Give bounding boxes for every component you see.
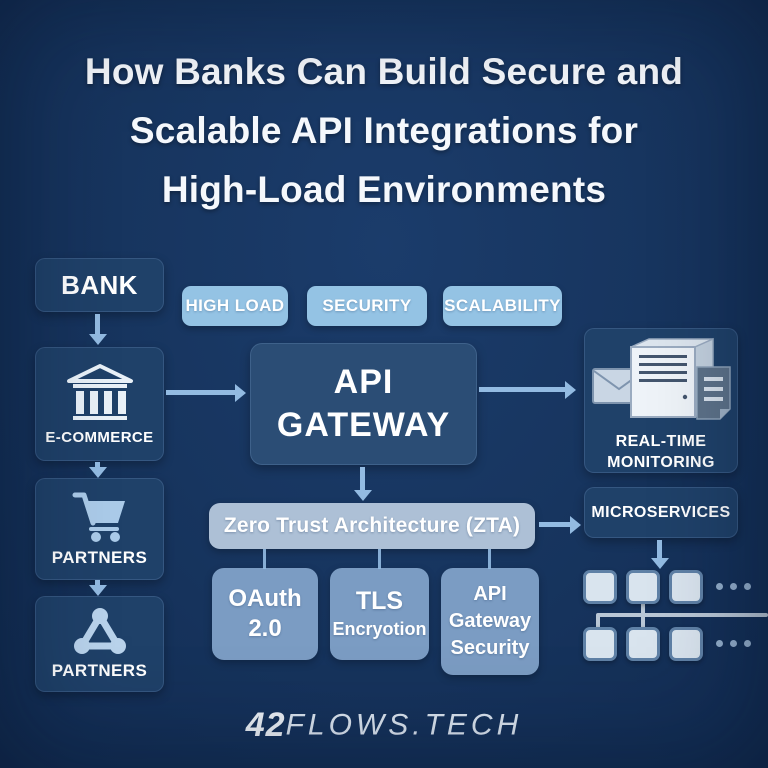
microservices-bus-stub-left bbox=[596, 613, 600, 629]
pill-scalability: SCALABILITY bbox=[443, 286, 562, 326]
zta-bar: Zero Trust Architecture (ZTA) bbox=[209, 503, 535, 549]
microservice-square bbox=[583, 570, 617, 604]
microservice-square bbox=[669, 627, 703, 661]
arrow-ecommerce-to-api-gateway bbox=[166, 390, 236, 395]
oauth-box: OAuth 2.0 bbox=[212, 568, 318, 660]
connector-zta-api-gw-security bbox=[488, 549, 491, 569]
page-title: How Banks Can Build Secure and Scalable … bbox=[0, 42, 768, 219]
microservices-node: MICROSERVICES bbox=[584, 487, 738, 538]
arrow-ecommerce-to-partners bbox=[95, 462, 100, 468]
arrow-partners-to-partners bbox=[95, 580, 100, 586]
connector-zta-tls bbox=[378, 549, 381, 569]
ellipsis-icon bbox=[716, 583, 751, 590]
microservices-bus-line bbox=[597, 613, 768, 617]
partners-network-node: PARTNERS bbox=[35, 596, 164, 692]
pill-high-load: HIGH LOAD bbox=[182, 286, 288, 326]
arrow-api-gateway-to-zta bbox=[360, 467, 365, 491]
partners-network-label: PARTNERS bbox=[51, 661, 148, 680]
title-line-2: Scalable API Integrations for bbox=[129, 110, 639, 151]
monitoring-node: REAL-TIME MONITORING bbox=[584, 328, 738, 473]
tls-line2: Encryotion bbox=[332, 619, 427, 639]
microservice-square bbox=[583, 627, 617, 661]
shopping-cart-icon bbox=[69, 491, 131, 543]
arrow-bank-to-ecommerce bbox=[95, 314, 100, 335]
ellipsis-icon bbox=[716, 640, 751, 647]
arrow-zta-to-microservices bbox=[539, 522, 571, 527]
monitoring-line2: MONITORING bbox=[607, 454, 715, 471]
brand-name: FLOWS bbox=[285, 708, 413, 742]
bank-node: BANK bbox=[35, 258, 164, 312]
api-gateway-line2: GATEWAY bbox=[276, 406, 451, 444]
arrow-api-gateway-to-monitoring bbox=[479, 387, 566, 392]
tls-line1: TLS bbox=[355, 587, 404, 615]
tls-box: TLS Encryotion bbox=[330, 568, 429, 660]
monitoring-documents-icon bbox=[591, 337, 731, 423]
oauth-line1: OAuth bbox=[228, 585, 302, 612]
bank-building-icon bbox=[65, 363, 135, 423]
ecommerce-node: E-COMMERCE bbox=[35, 347, 164, 461]
title-line-3: High-Load Environments bbox=[161, 169, 607, 210]
api-gw-sec-line3: Security bbox=[450, 637, 530, 659]
connector-zta-oauth bbox=[263, 549, 266, 569]
brand-number: 42 bbox=[245, 706, 286, 744]
ecommerce-label: E-COMMERCE bbox=[45, 428, 154, 446]
api-gateway-security-box: API Gateway Security bbox=[441, 568, 539, 675]
microservice-square bbox=[626, 570, 660, 604]
microservices-label: MICROSERVICES bbox=[591, 503, 731, 521]
partners-cart-label: PARTNERS bbox=[51, 547, 148, 567]
microservice-square bbox=[626, 627, 660, 661]
partners-cart-node: PARTNERS bbox=[35, 478, 164, 580]
microservices-bus-stub-mid bbox=[641, 602, 645, 629]
arrow-microservices-to-grid bbox=[657, 540, 662, 559]
monitoring-line1: REAL-TIME bbox=[615, 433, 707, 450]
title-line-1: How Banks Can Build Secure and bbox=[84, 51, 684, 92]
pill-security: SECURITY bbox=[307, 286, 427, 326]
api-gateway-node: API GATEWAY bbox=[250, 343, 477, 465]
bank-label: BANK bbox=[61, 269, 138, 300]
brand-tld: .TECH bbox=[412, 708, 523, 742]
api-gw-sec-line1: API bbox=[473, 583, 507, 605]
network-nodes-icon bbox=[71, 607, 129, 655]
api-gw-sec-line2: Gateway bbox=[448, 610, 532, 632]
brand-logo: 42FLOWS.TECH bbox=[0, 706, 768, 745]
microservice-square bbox=[669, 570, 703, 604]
oauth-line2: 2.0 bbox=[248, 615, 282, 642]
api-gateway-line1: API bbox=[333, 363, 394, 401]
